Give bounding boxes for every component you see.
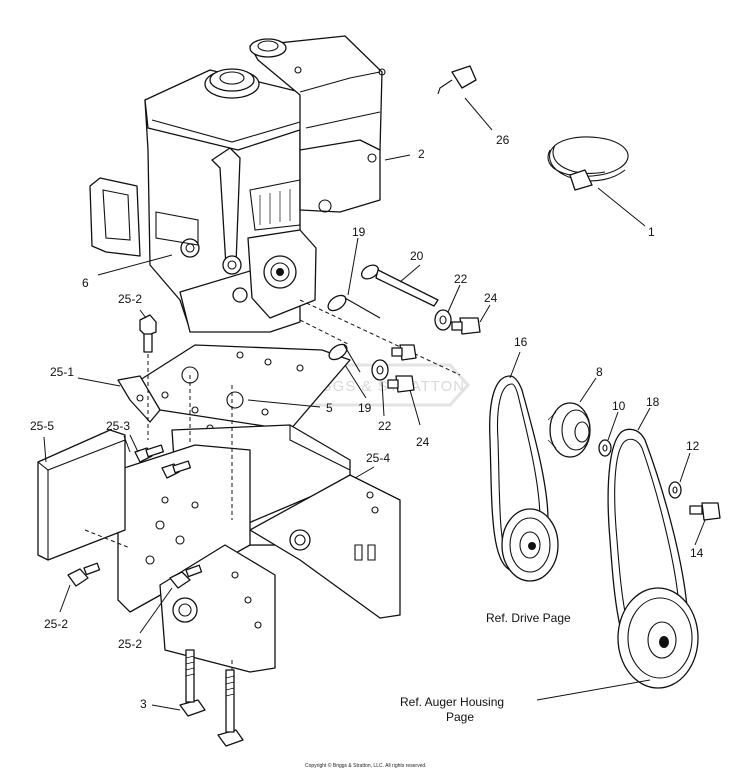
ignition-key-26 — [437, 65, 477, 95]
bolt-25-2-left — [67, 562, 101, 587]
bracket-25-1 — [117, 375, 161, 423]
bolts-3 — [179, 649, 244, 747]
auger-pulley — [617, 587, 699, 689]
callout-25-3: 25-3 — [106, 419, 130, 433]
callout-2: 2 — [418, 147, 425, 161]
callout-16: 16 — [514, 335, 528, 349]
callout-18: 18 — [646, 395, 660, 409]
wire-harness-1 — [547, 136, 629, 191]
bolt-25-2-top — [139, 314, 157, 353]
eye-bolts-19 — [327, 294, 381, 373]
bolt-14 — [689, 502, 721, 521]
spacer-10 — [598, 439, 612, 457]
ref-drive-page: Ref. Drive Page — [486, 611, 571, 625]
watermark-text: BRIGGS & STRATTON — [292, 378, 465, 395]
callout-25-2-lower: 25-2 — [118, 637, 142, 651]
callout-25-4: 25-4 — [366, 451, 390, 465]
copyright-notice: Copyright © Briggs & Stratton, LLC. All … — [305, 762, 427, 769]
eye-bolt-20 — [360, 264, 439, 307]
callout-10: 10 — [612, 399, 626, 413]
engine-mount-plate — [139, 344, 351, 439]
callout-24-top: 24 — [484, 291, 498, 305]
callout-22-top: 22 — [454, 272, 468, 286]
callout-25-5: 25-5 — [30, 419, 54, 433]
engine — [89, 35, 386, 333]
callout-3: 3 — [140, 697, 147, 711]
callout-24-bottom: 24 — [416, 435, 430, 449]
callout-12: 12 — [686, 439, 700, 453]
bolts-25-3 — [134, 444, 192, 479]
callout-25-2-top: 25-2 — [118, 292, 142, 306]
ref-auger-housing-line2: Page — [446, 710, 474, 724]
callout-labels: 1 2 6 26 19 20 22 24 25-2 25-1 5 19 22 2… — [30, 133, 704, 711]
drive-pulley — [501, 508, 559, 582]
callout-6: 6 — [82, 276, 89, 290]
bolts-24 — [387, 317, 481, 393]
callout-26: 26 — [496, 133, 510, 147]
right-side-panel — [249, 474, 401, 619]
callout-8: 8 — [596, 365, 603, 379]
callout-19-bottom: 19 — [358, 401, 372, 415]
cover-25-5 — [37, 429, 126, 561]
ref-auger-housing-line1: Ref. Auger Housing — [400, 695, 504, 709]
leader-lines — [43, 97, 706, 711]
callout-22-bottom: 22 — [378, 419, 392, 433]
callout-1: 1 — [648, 225, 655, 239]
callout-20: 20 — [410, 249, 424, 263]
callout-14: 14 — [690, 546, 704, 560]
pulley-8 — [547, 402, 591, 458]
callout-25-2-left: 25-2 — [44, 617, 68, 631]
washer-12 — [668, 481, 682, 499]
reference-labels: Ref. Drive Page Ref. Auger Housing Page — [400, 611, 571, 724]
washers-22 — [371, 309, 452, 381]
bolt-25-2-lower — [169, 564, 203, 589]
callout-5: 5 — [326, 401, 333, 415]
left-side-plate — [117, 444, 251, 613]
callout-25-1: 25-1 — [50, 365, 74, 379]
callout-19-top: 19 — [352, 225, 366, 239]
